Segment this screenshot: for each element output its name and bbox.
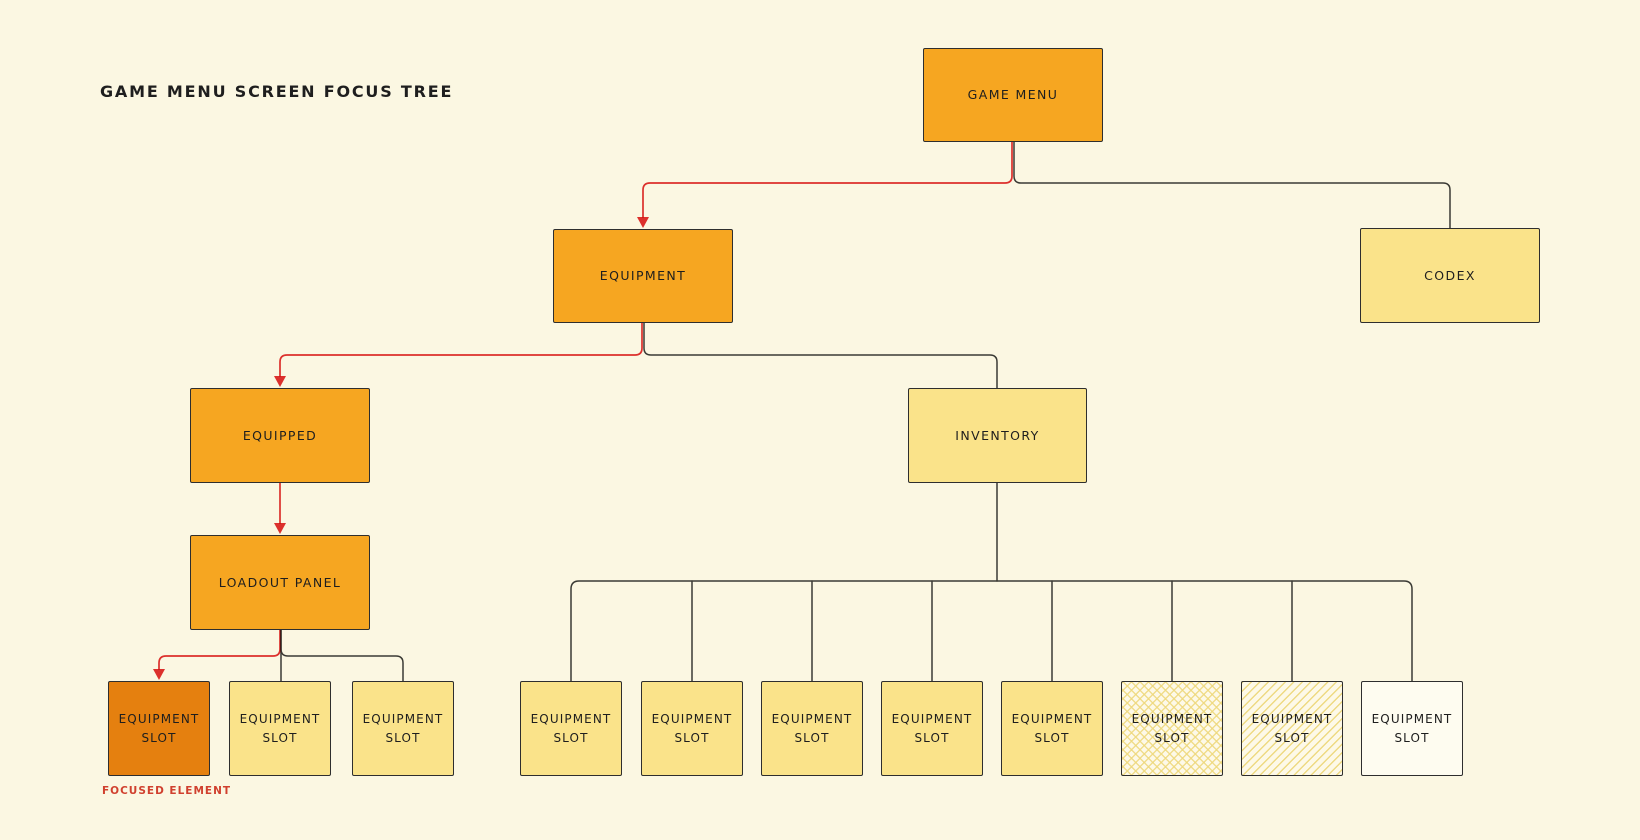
edge-inventory-bus [570,580,1413,682]
node-equipped[interactable]: EQUIPPED [190,388,370,483]
node-inventory-label: INVENTORY [955,427,1040,443]
arrowhead-loadout [274,523,286,534]
node-codex[interactable]: CODEX [1360,228,1540,323]
focused-element-caption: FOCUSED ELEMENT [102,785,232,797]
node-equipment-slot-inventory-1[interactable]: EQUIPMENT SLOT [520,681,622,776]
node-equipment-slot-inventory-8[interactable]: EQUIPMENT SLOT [1361,681,1463,776]
node-equipment-slot-focused[interactable]: EQUIPMENT SLOT [108,681,210,776]
node-equipped-label: EQUIPPED [242,427,318,443]
node-equipment-slot-label: EQUIPMENT SLOT [771,711,853,745]
node-equipment-slot-inventory-4[interactable]: EQUIPMENT SLOT [881,681,983,776]
node-equipment-slot-label: EQUIPMENT SLOT [118,711,200,745]
node-equipment-slot-label: EQUIPMENT SLOT [530,711,612,745]
edge-gamemenu-codex [1013,141,1451,229]
node-equipment-slot-label: EQUIPMENT SLOT [891,711,973,745]
node-loadout-panel-label: LOADOUT PANEL [218,574,342,590]
node-equipment-slot-loadout-3[interactable]: EQUIPMENT SLOT [352,681,454,776]
node-equipment[interactable]: EQUIPMENT [553,229,733,323]
focus-edge-gamemenu-equipment [642,141,1013,218]
arrowhead-equipped [274,376,286,387]
node-equipment-slot-label: EQUIPMENT SLOT [1371,711,1453,745]
focus-edge-loadout-focusedslot [158,629,281,670]
diagram-title: GAME MENU SCREEN FOCUS TREE [100,82,454,101]
node-equipment-slot-label: EQUIPMENT SLOT [651,711,733,745]
node-equipment-slot-loadout-2[interactable]: EQUIPMENT SLOT [229,681,331,776]
node-game-menu-label: GAME MENU [967,87,1059,103]
node-inventory[interactable]: INVENTORY [908,388,1087,483]
node-equipment-label: EQUIPMENT [599,268,687,284]
node-equipment-slot-inventory-5[interactable]: EQUIPMENT SLOT [1001,681,1103,776]
node-equipment-slot-label: EQUIPMENT SLOT [1251,711,1333,745]
node-equipment-slot-label: EQUIPMENT SLOT [239,711,321,745]
node-equipment-slot-label: EQUIPMENT SLOT [1011,711,1093,745]
node-loadout-panel[interactable]: LOADOUT PANEL [190,535,370,630]
node-game-menu[interactable]: GAME MENU [923,48,1103,142]
edge-equipment-inventory [643,322,998,389]
node-equipment-slot-inventory-3[interactable]: EQUIPMENT SLOT [761,681,863,776]
arrowhead-equipment [637,217,649,228]
node-codex-label: CODEX [1424,267,1476,283]
node-equipment-slot-inventory-2[interactable]: EQUIPMENT SLOT [641,681,743,776]
node-equipment-slot-label: EQUIPMENT SLOT [362,711,444,745]
node-equipment-slot-inventory-6[interactable]: EQUIPMENT SLOT [1121,681,1223,776]
arrowhead-focused-slot [153,669,165,680]
edge-loadout-slot-3 [280,629,404,682]
node-equipment-slot-inventory-7[interactable]: EQUIPMENT SLOT [1241,681,1343,776]
node-equipment-slot-label: EQUIPMENT SLOT [1131,711,1213,745]
focus-edge-equipment-equipped [279,322,643,377]
